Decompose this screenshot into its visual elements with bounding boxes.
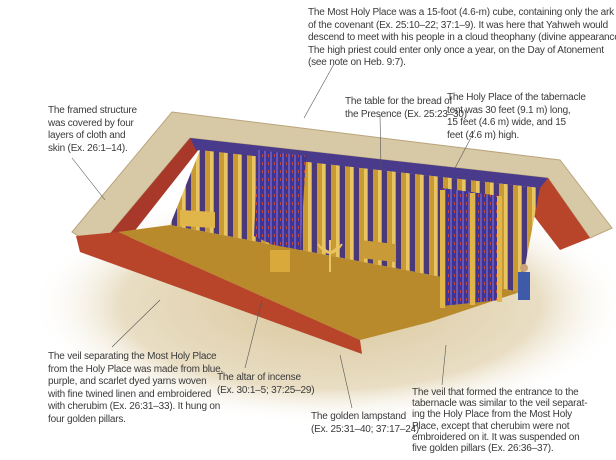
leader-lines: [71, 63, 476, 409]
annotation-lampstand: The golden lampstand (Ex. 25:31–40; 37:1…: [311, 411, 419, 436]
text-line: with fine twined linen and embroidered: [48, 388, 212, 400]
annotation-holy-place: The Holy Place of the tabernacle tent wa…: [447, 92, 586, 142]
ark: [180, 210, 215, 228]
text-line: The veil separating the Most Holy Place: [48, 351, 217, 362]
text-line: the Presence (Ex. 25:23–30): [345, 108, 467, 120]
table: [360, 240, 395, 262]
text-line: four golden pillars.: [48, 413, 126, 425]
red-skirt: [76, 232, 362, 354]
text-line: (see note on Heb. 9:7).: [308, 57, 406, 69]
text-line: descend to meet with his people in a clo…: [308, 32, 616, 44]
annotation-most-holy-place: The Most Holy Place was a 15-foot (4.6-m…: [308, 7, 616, 70]
text-line: Place, except that cherubim were not: [412, 420, 570, 432]
text-line: layers of cloth and: [48, 130, 126, 142]
purple-edge: [190, 138, 548, 188]
altar-of-incense: [270, 250, 290, 272]
text-line: (Ex. 25:31–40; 37:17–24): [311, 423, 420, 435]
inner-veil: [254, 150, 306, 258]
text-line: The veil that formed the entrance to the: [412, 387, 579, 398]
annotation-inner-veil: The veil separating the Most Holy Place …: [48, 351, 223, 427]
text-line: The table for the bread of: [345, 96, 453, 107]
text-line: (Ex. 30:1–5; 37:25–29): [217, 384, 315, 396]
text-line: embroidered on it. It was suspended on: [412, 431, 580, 443]
text-line: was covered by four: [48, 117, 134, 129]
text-line: The Holy Place of the tabernacle: [447, 92, 586, 103]
text-line: from the Holy Place was made from blue,: [48, 363, 224, 375]
text-line: The high priest could enter only once a …: [308, 44, 604, 56]
floor: [118, 225, 520, 340]
text-line: ing the Holy Place from the Most Holy: [412, 409, 572, 421]
text-line: The golden lampstand: [311, 411, 406, 422]
text-line: with cherubim (Ex. 26:31–33). It hung on: [48, 401, 221, 413]
entrance-pillars: [440, 190, 502, 308]
annotation-altar: The altar of incense (Ex. 30:1–5; 37:25–…: [217, 372, 315, 397]
text-line: tent was 30 feet (9.1 m) long,: [447, 104, 571, 116]
text-line: The framed structure: [48, 105, 137, 116]
annotation-framed-structure: The framed structure was covered by four…: [48, 105, 137, 155]
text-line: The altar of incense: [217, 372, 301, 383]
high-priest: [518, 264, 530, 300]
text-line: The Most Holy Place was a 15-foot (4.6-m…: [308, 7, 614, 18]
annotation-table: The table for the bread of the Presence …: [345, 96, 467, 121]
text-line: five golden pillars (Ex. 26:36–37).: [412, 443, 554, 455]
annotation-entrance-veil: The veil that formed the entrance to the…: [412, 387, 588, 455]
text-line: of the covenant (Ex. 25:10–22; 37:1–9). …: [308, 19, 608, 31]
text-line: purple, and scarlet dyed yarns woven: [48, 376, 207, 388]
lampstand: [317, 240, 343, 272]
text-line: 15 feet (4.6 m) wide, and 15: [447, 117, 566, 129]
text-line: tabernacle was similar to the veil separ…: [412, 398, 588, 410]
text-line: feet (4.6 m) high.: [447, 129, 519, 141]
text-line: skin (Ex. 26:1–14).: [48, 142, 128, 154]
red-covering-left: [98, 138, 200, 252]
